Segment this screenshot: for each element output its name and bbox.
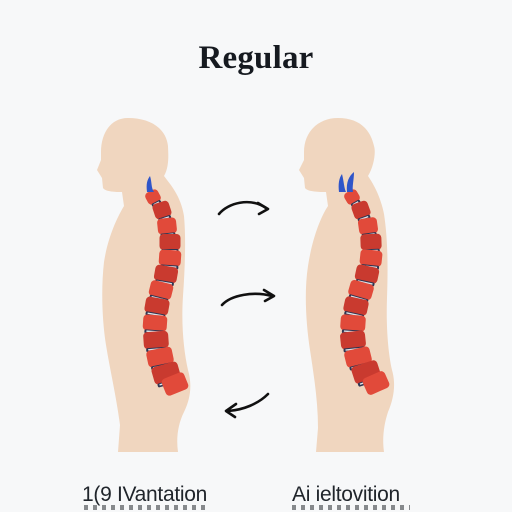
left-body-silhouette	[97, 118, 191, 452]
arrow-middle-icon	[220, 288, 276, 307]
right-vertebra	[362, 371, 390, 395]
left-vertebra	[161, 372, 189, 396]
arrow-bottom-icon	[224, 392, 270, 419]
right-nerve-icon	[338, 174, 346, 192]
left-caption: 1(9 IVantation	[82, 483, 207, 506]
left-spine	[142, 189, 189, 396]
right-nerve-branch-icon	[346, 172, 354, 192]
page-title: Regular	[198, 40, 314, 76]
arrow-top-icon	[217, 200, 270, 216]
right-spine	[340, 189, 390, 395]
right-body-silhouette	[299, 118, 395, 452]
right-figure	[299, 118, 395, 452]
right-caption-underline	[292, 505, 410, 510]
left-caption-underline	[84, 505, 206, 510]
left-figure	[97, 118, 191, 452]
left-nerve-icon	[146, 176, 154, 192]
right-caption: Ai ieltovition	[292, 483, 400, 506]
